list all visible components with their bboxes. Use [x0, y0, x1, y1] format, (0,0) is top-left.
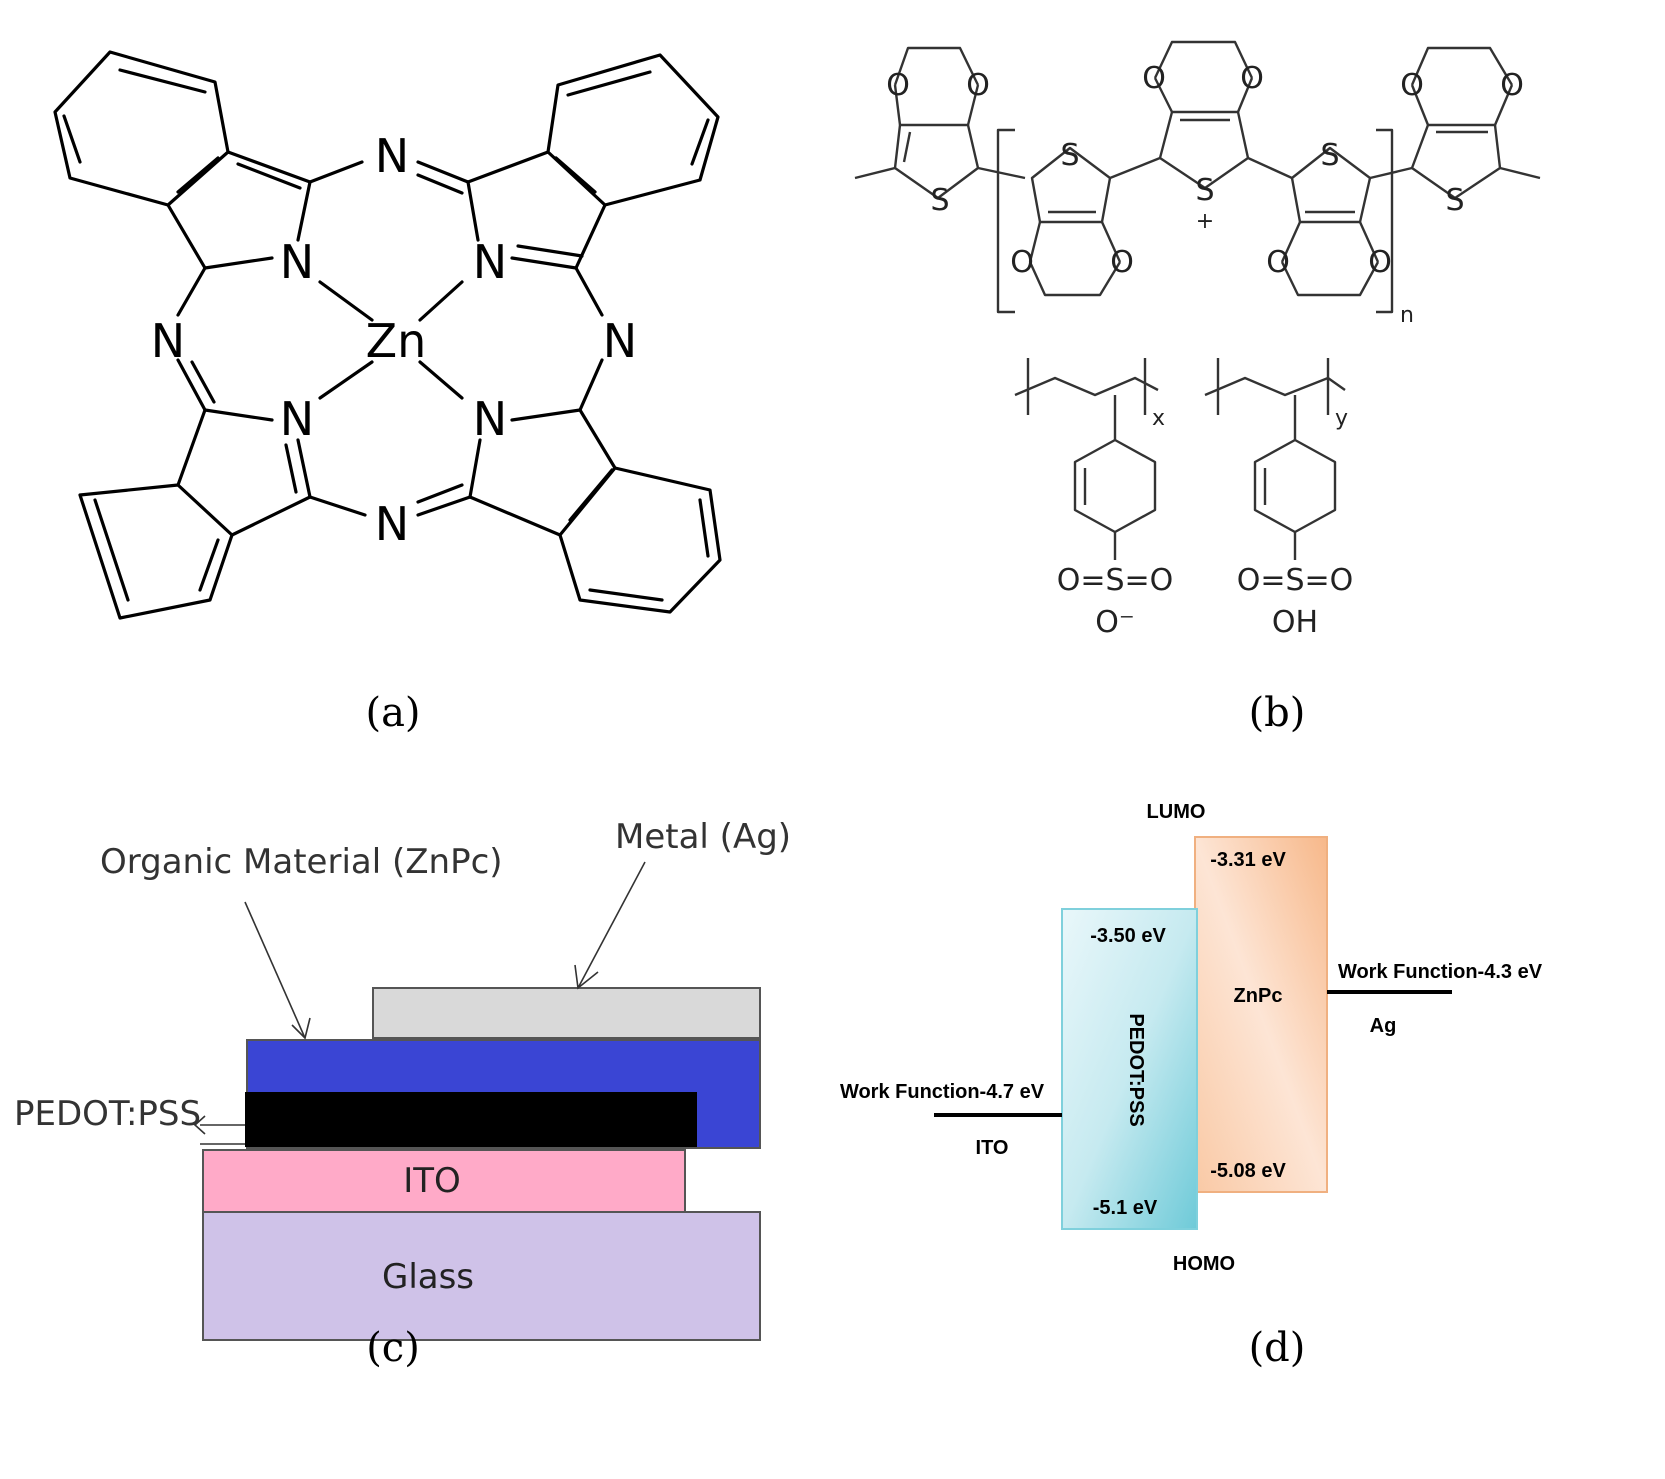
organic-callout-label: Organic Material (ZnPc) [100, 842, 503, 882]
oxygen-5a: O [1400, 68, 1424, 103]
oxygen-1b: O [966, 68, 990, 103]
pedot-callout-label: PEDOT:PSS [14, 1094, 201, 1134]
pyrrole-nitrogen-tl: N [280, 235, 314, 289]
lumo-label: LUMO [1147, 801, 1206, 823]
caption-d: (d) [1248, 1325, 1306, 1371]
repeat-y: y [1335, 406, 1348, 431]
oxygen-2b: O [1110, 245, 1134, 280]
caption-c: (c) [366, 1325, 420, 1371]
metal-arrow [577, 861, 646, 989]
sulfonate-left: O=S=O [1057, 563, 1174, 598]
organic-arrow [244, 901, 306, 1039]
zinc-center: Zn [366, 314, 427, 368]
oxygen-5b: O [1500, 68, 1524, 103]
ito-layer [202, 1149, 686, 1213]
pedot-lumo-value: -3.50 eV [1090, 925, 1166, 947]
metal-callout-label: Metal (Ag) [615, 817, 791, 857]
sulfur-1: S [930, 183, 949, 218]
sulfonate-right-hydroxyl: OH [1272, 605, 1318, 640]
pyrrole-nitrogen-br: N [473, 392, 507, 446]
oxygen-4a: O [1266, 245, 1290, 280]
ag-work-function-label: Work Function-4.3 eV [1338, 961, 1543, 983]
pedot-layer [245, 1092, 697, 1147]
glass-layer [202, 1211, 761, 1341]
meso-nitrogen-left: N [151, 314, 185, 368]
oxygen-3a: O [1142, 61, 1166, 96]
pedot-band [1061, 908, 1198, 1230]
sulfonate-left-oxygen: O⁻ [1095, 605, 1134, 640]
znpc-lumo-value: -3.31 eV [1210, 849, 1286, 871]
glass-layer-label: Glass [382, 1257, 474, 1297]
energy-diagram-drawing: LUMO HOMO -3.31 eV ZnPc -5.08 eV -3.50 e… [840, 801, 1543, 1275]
znpc-label: ZnPc [1234, 985, 1283, 1007]
sulfur-2: S [1060, 138, 1079, 173]
ito-layer-label: ITO [403, 1161, 461, 1201]
meso-nitrogen-bottom: N [375, 497, 409, 551]
znpc-homo-value: -5.08 eV [1210, 1160, 1286, 1182]
ito-label: ITO [976, 1137, 1009, 1159]
zinc-phthalocyanine-structure: N N N N Zn N N N N [0, 0, 800, 700]
metal-layer [372, 987, 761, 1039]
pedot-pss-structure: O O S S O O O O S + S O O O O S n x y O=… [800, 0, 1665, 700]
sulfur-3: S [1195, 173, 1214, 208]
oxygen-3b: O [1240, 61, 1264, 96]
caption-b: (b) [1248, 690, 1306, 736]
sulfur-5: S [1445, 183, 1464, 218]
device-stack-diagram: ITO Glass Metal (Ag) Organic Material (Z… [0, 817, 850, 1380]
ito-work-function-label: Work Function-4.7 eV [840, 1081, 1045, 1103]
meso-nitrogen-right: N [603, 314, 637, 368]
sulfonate-right: O=S=O [1237, 563, 1354, 598]
repeat-n: n [1400, 303, 1414, 328]
oxygen-1a: O [886, 68, 910, 103]
pyrrole-nitrogen-tr: N [473, 235, 507, 289]
znpc-band [1194, 836, 1328, 1193]
pedot-homo-value: -5.1 eV [1093, 1197, 1158, 1219]
pyrrole-nitrogen-bl: N [280, 392, 314, 446]
znpc-molecule-drawing: N N N N Zn N N N N [53, 50, 722, 620]
device-stack-drawing: ITO Glass Metal (Ag) Organic Material (Z… [14, 817, 791, 1341]
oxygen-4b: O [1368, 245, 1392, 280]
ag-label: Ag [1370, 1015, 1397, 1037]
energy-level-diagram: LUMO HOMO -3.31 eV ZnPc -5.08 eV -3.50 e… [830, 790, 1665, 1300]
homo-label: HOMO [1173, 1253, 1235, 1275]
sulfur-4: S [1320, 138, 1339, 173]
oxygen-2a: O [1010, 245, 1034, 280]
caption-a: (a) [365, 690, 421, 736]
meso-nitrogen-top: N [375, 129, 409, 183]
repeat-x: x [1152, 406, 1165, 431]
pedot-pss-drawing: O O S S O O O O S + S O O O O S n x y O=… [854, 40, 1541, 640]
positive-charge: + [1196, 209, 1214, 234]
pedot-label: PEDOT:PSS [1125, 1013, 1147, 1126]
